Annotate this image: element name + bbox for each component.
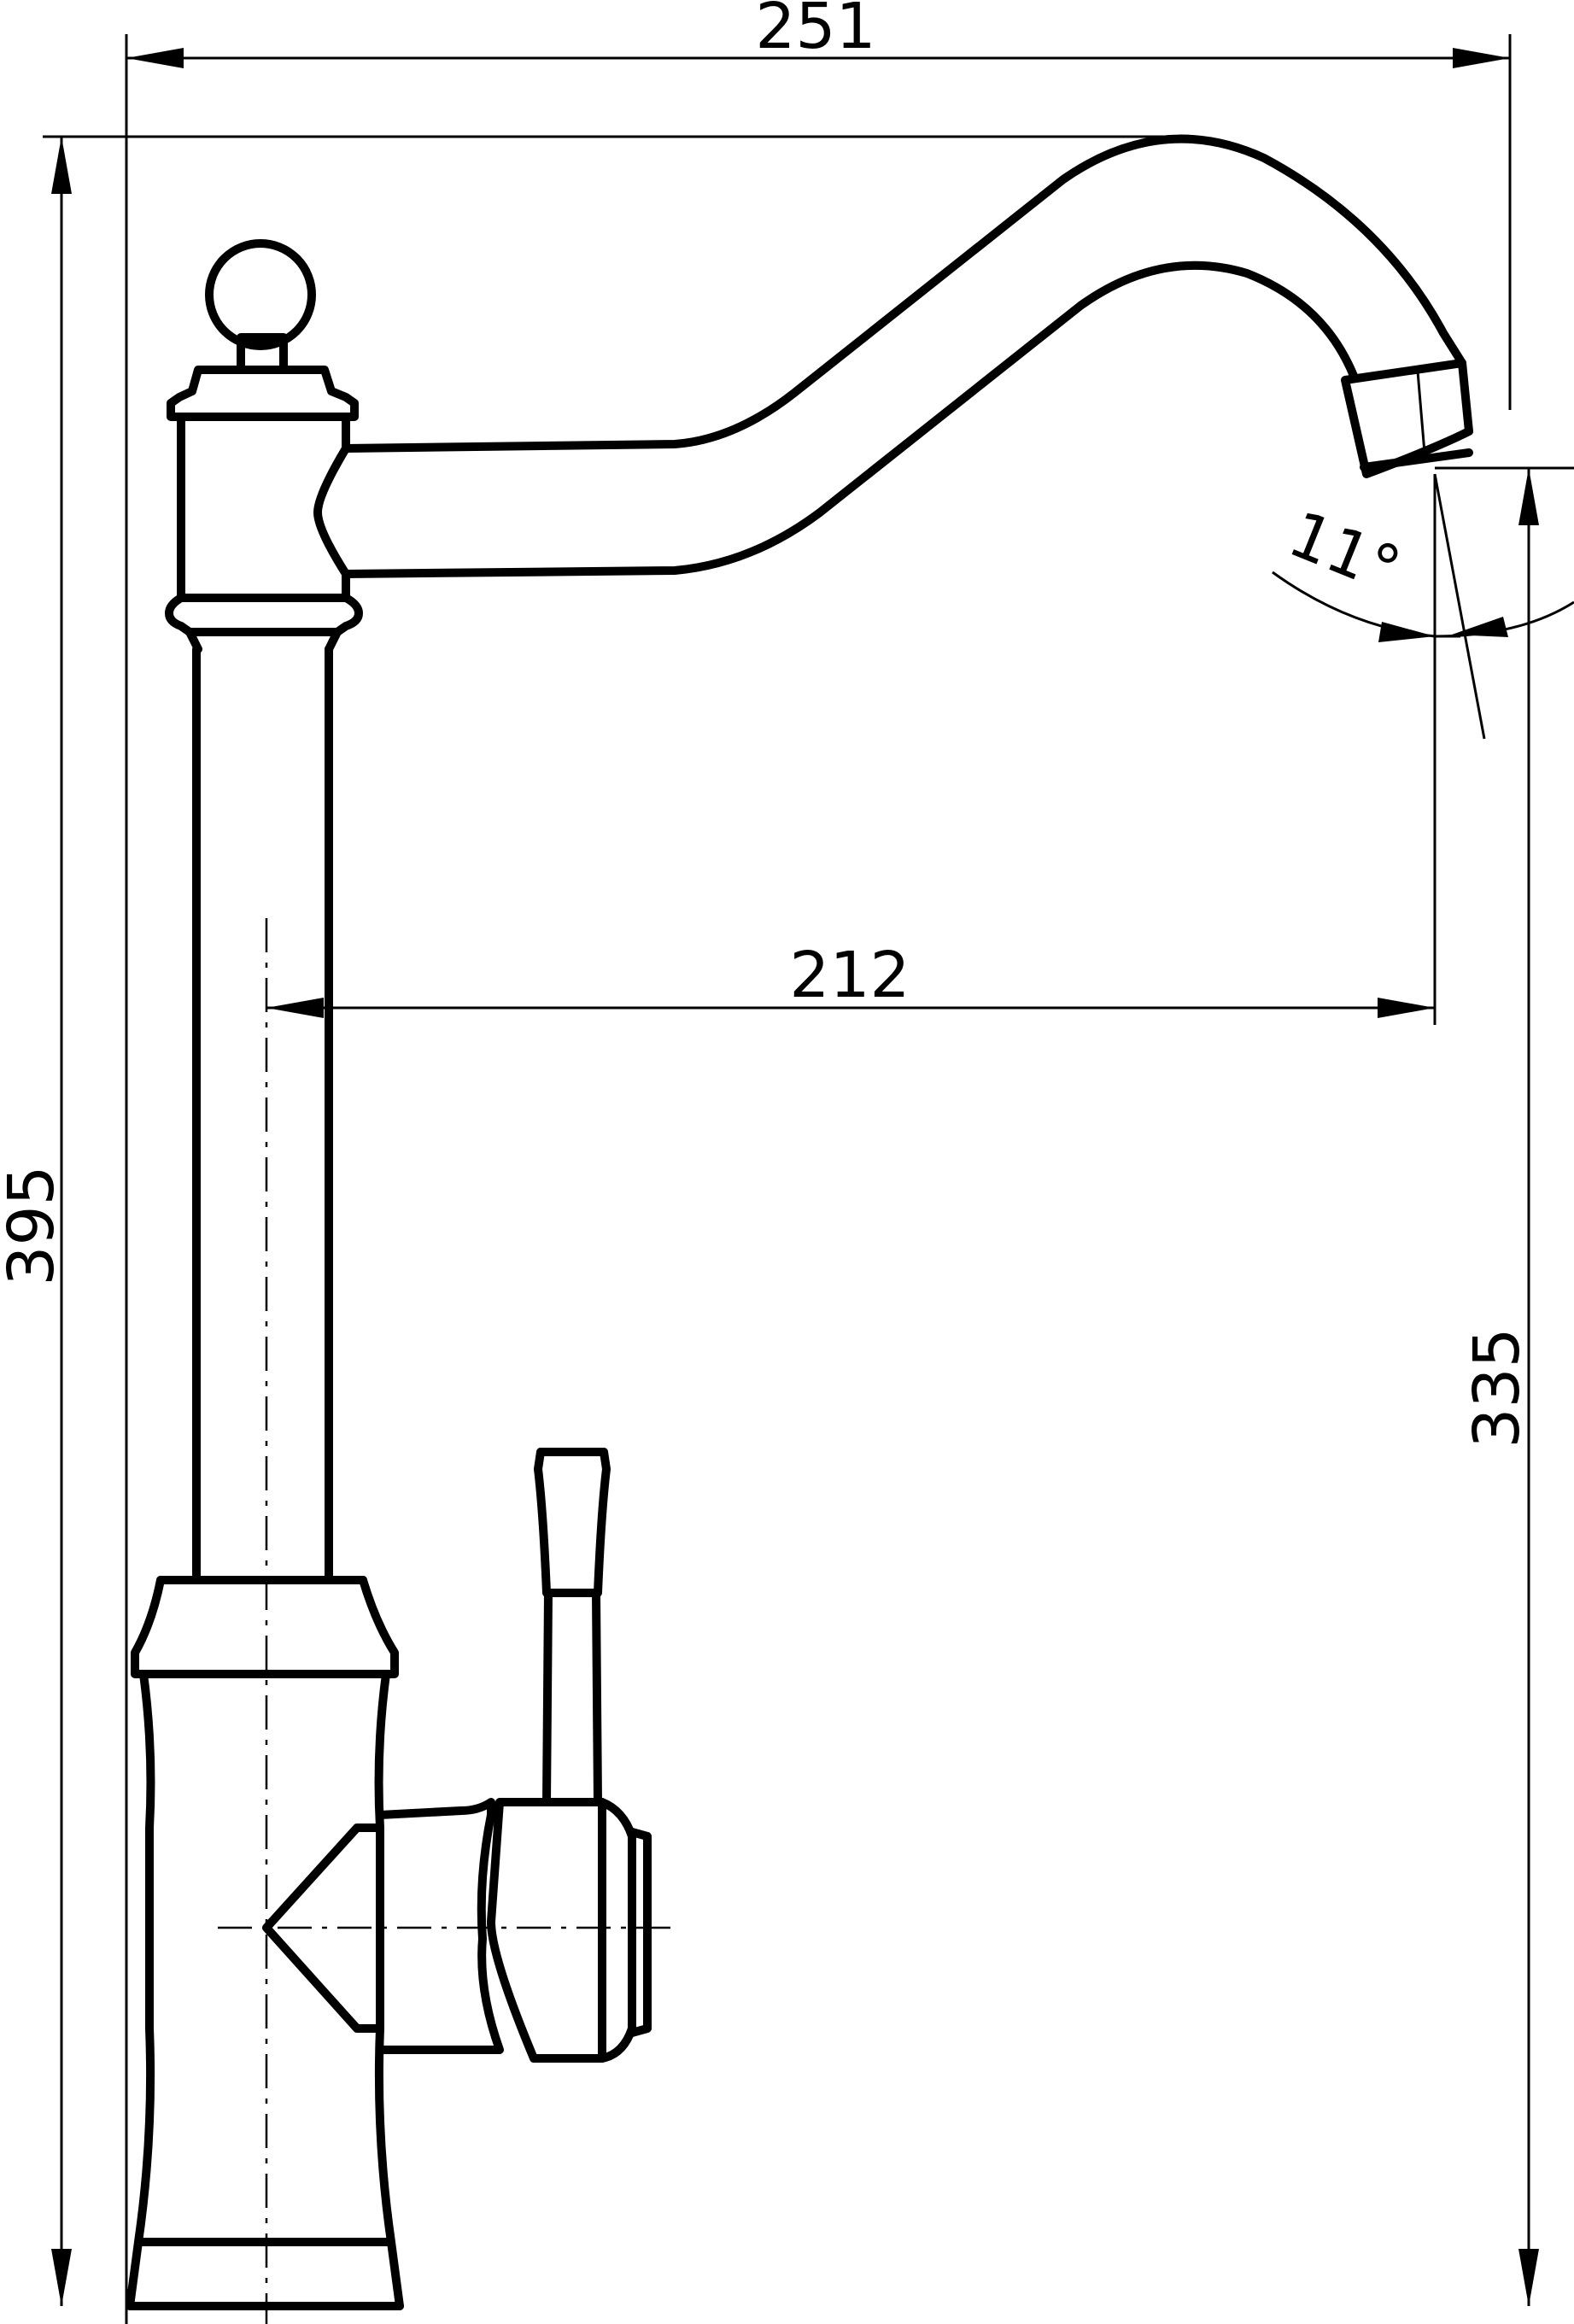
center-lines (218, 918, 675, 2324)
base-foot-ring (126, 2238, 404, 2310)
dimension-outlet-height: 335 (1460, 468, 1539, 2306)
aerator (1341, 359, 1473, 478)
top-knob (205, 239, 316, 350)
overall-height-label: 395 (0, 1165, 68, 1285)
faucet-body (126, 239, 404, 2310)
lever-stem (542, 1589, 602, 1806)
dimension-spout-reach: 212 (266, 939, 1435, 1018)
lever-handle (534, 1448, 611, 1597)
head-lower-collar (165, 594, 363, 636)
base-body (134, 1670, 395, 2246)
dimension-overall-width: 251 (126, 0, 1510, 68)
top-collar (167, 366, 359, 421)
outlet-height-label: 335 (1460, 1327, 1534, 1448)
dimension-overall-height: 395 (0, 137, 72, 2306)
spout (342, 134, 1473, 578)
spout-upper-edge (342, 134, 1466, 453)
spout-reach-label: 212 (789, 939, 910, 1012)
cartridge-end-cap (628, 1828, 652, 2037)
base-top-collar (131, 1576, 399, 1678)
cartridge-housing (487, 1798, 636, 2063)
tee-connector (262, 1823, 384, 2033)
spout-lower-edge (342, 260, 1358, 578)
spout-head-block (177, 413, 350, 602)
cartridge-and-lever (262, 1448, 652, 2063)
overall-width-label: 251 (755, 0, 875, 63)
